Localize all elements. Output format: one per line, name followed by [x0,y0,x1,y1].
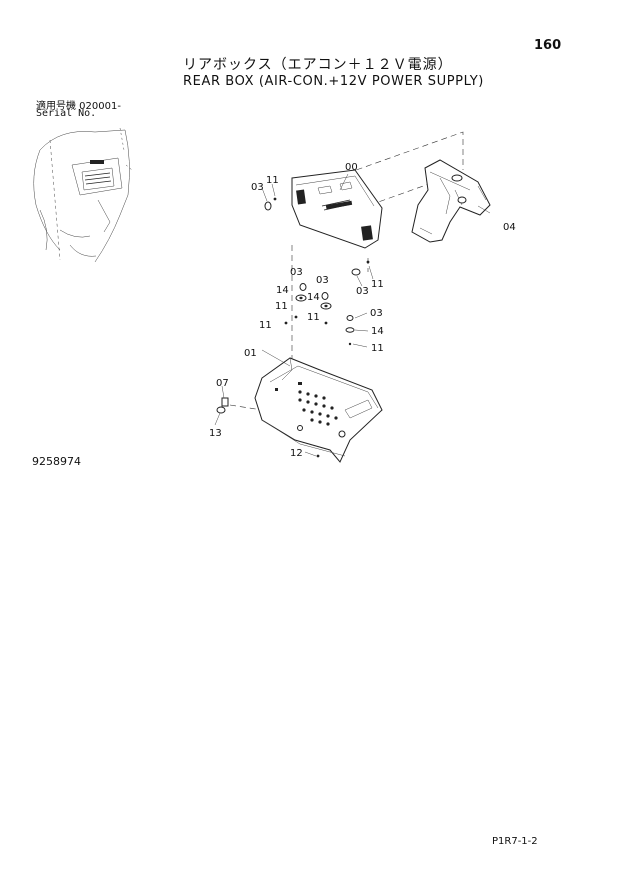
part-07-13-clips [216,397,229,414]
part-04-bracket [411,159,491,243]
callout-03: 03 [251,182,264,193]
callout-11: 11 [259,320,272,331]
callout-01: 01 [244,348,257,359]
page-number: 160 [534,38,562,53]
callout-14: 14 [371,326,384,337]
part-01-lower-tray [254,357,383,463]
callout-04: 04 [503,222,516,233]
callout-00: 00 [345,162,358,173]
machine-locator-thumbnail [33,127,133,263]
callout-07: 07 [216,378,229,389]
callout-11: 11 [266,175,279,186]
leader-lines [214,173,491,457]
callout-11: 11 [371,343,384,354]
callout-11: 11 [307,312,320,323]
callout-03: 03 [316,275,329,286]
callout-14: 14 [307,292,320,303]
title-english: REAR BOX (AIR-CON.+12V POWER SUPPLY) [183,74,484,89]
sheet-reference: P1R7-1-2 [492,836,538,847]
callout-labels: 00 03 11 04 03 11 03 03 14 14 11 11 11 0… [209,162,516,459]
upper-fasteners [264,197,370,276]
part-00-upper-panel [291,169,383,249]
serial-range-english: Serial No. [36,108,97,119]
callout-11: 11 [275,301,288,312]
title-japanese: リアボックス（エアコン＋１２Ｖ電源） [183,57,453,73]
mid-fasteners [284,283,355,346]
callout-12: 12 [290,448,303,459]
serial-range-japanese: 適用号機 020001- [36,101,121,112]
callout-03: 03 [370,308,383,319]
callout-11: 11 [371,279,384,290]
callout-03: 03 [356,286,369,297]
drawing-number: 9258974 [32,455,81,468]
callout-13: 13 [209,428,222,439]
callout-03: 03 [290,267,303,278]
callout-14: 14 [276,285,289,296]
